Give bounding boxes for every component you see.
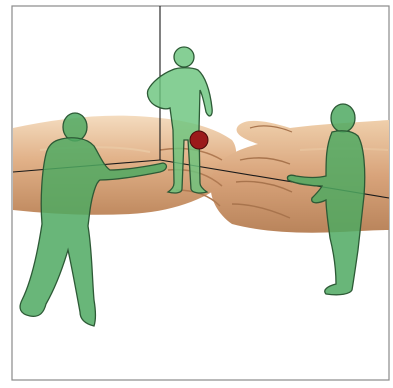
ball-icon — [190, 131, 208, 149]
